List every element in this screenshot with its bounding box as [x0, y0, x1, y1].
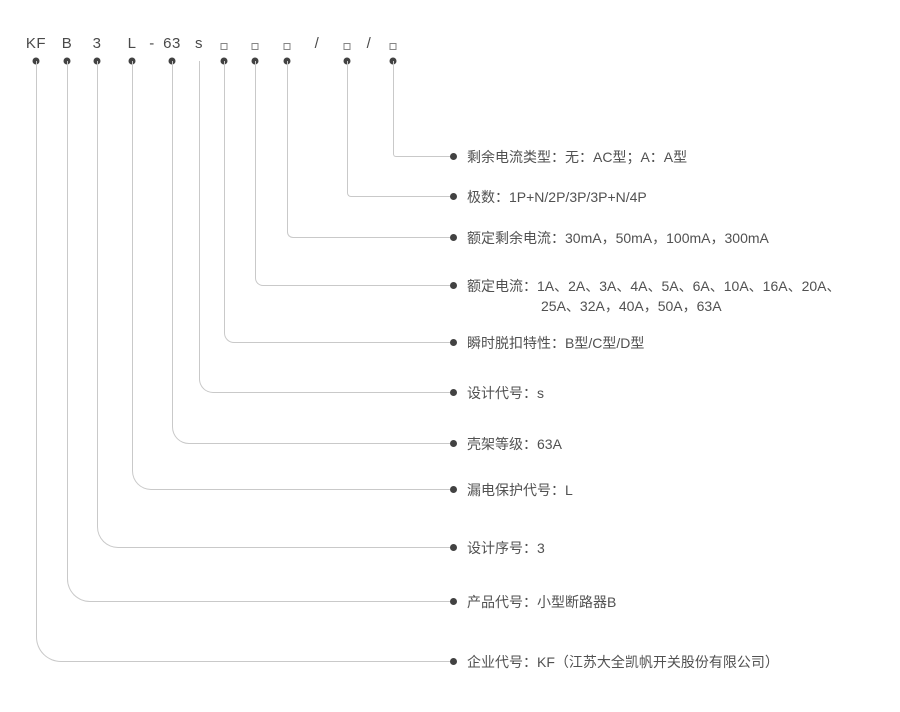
label-row: 漏电保护代号：L	[450, 480, 573, 500]
connector-line	[287, 61, 450, 238]
connector-line	[67, 61, 450, 602]
code-symbol: KF	[25, 35, 47, 52]
code-symbol: 63	[163, 35, 181, 52]
code-symbol: 3	[92, 35, 102, 52]
label-bullet	[450, 658, 457, 665]
label-text: 漏电保护代号：L	[467, 482, 573, 498]
label-bullet	[450, 339, 457, 346]
connector-line	[393, 61, 450, 157]
label-row: 企业代号：KF（江苏大全凯帆开关股份有限公司）	[450, 652, 779, 672]
label-bullet	[450, 440, 457, 447]
code-placeholder-box	[283, 43, 291, 50]
label-row: 设计序号：3	[450, 538, 545, 558]
label-row: 产品代号：小型断路器B	[450, 592, 616, 612]
label-bullet	[450, 486, 457, 493]
code-symbol: /	[366, 35, 372, 52]
connector-line	[172, 61, 450, 444]
label-bullet	[450, 544, 457, 551]
label-text: 设计序号：3	[467, 540, 545, 556]
label-text-block: 设计代号：s	[467, 383, 544, 403]
code-symbol: s	[195, 35, 203, 52]
code-symbol: B	[61, 35, 73, 52]
label-text-block: 漏电保护代号：L	[467, 480, 573, 500]
label-text-block: 额定电流：1A、2A、3A、4A、5A、6A、10A、16A、20A、 25A、…	[467, 276, 840, 316]
connector-line	[36, 61, 450, 662]
connector-line	[97, 61, 450, 548]
label-text: 剩余电流类型：无：AC型；A：A型	[467, 149, 688, 165]
label-text: 瞬时脱扣特性：B型/C型/D型	[467, 335, 645, 351]
label-text-block: 壳架等级：63A	[467, 434, 562, 454]
label-text-block: 剩余电流类型：无：AC型；A：A型	[467, 147, 687, 167]
connector-line	[199, 61, 450, 393]
label-text-block: 企业代号：KF（江苏大全凯帆开关股份有限公司）	[467, 652, 779, 672]
code-placeholder-box	[343, 43, 351, 50]
label-text: 壳架等级：63A	[467, 436, 562, 452]
label-text: 额定电流：1A、2A、3A、4A、5A、6A、10A、16A、20A、	[467, 278, 841, 294]
label-bullet	[450, 193, 457, 200]
label-text-block: 极数：1P+N/2P/3P/3P+N/4P	[467, 187, 647, 207]
label-bullet	[450, 282, 457, 289]
code-placeholder-box	[251, 43, 259, 50]
label-bullet	[450, 153, 457, 160]
label-text-line2: 25A、32A，40A，50A，63A	[541, 298, 722, 314]
label-text: 设计代号：s	[467, 385, 544, 401]
label-bullet	[450, 389, 457, 396]
connector-line	[224, 61, 450, 343]
code-placeholder-box	[389, 43, 397, 50]
label-row: 壳架等级：63A	[450, 434, 562, 454]
label-row: 额定电流：1A、2A、3A、4A、5A、6A、10A、16A、20A、 25A、…	[450, 276, 840, 316]
code-symbol: L	[127, 35, 137, 52]
label-bullet	[450, 234, 457, 241]
label-row: 设计代号：s	[450, 383, 544, 403]
label-text-block: 瞬时脱扣特性：B型/C型/D型	[467, 333, 644, 353]
label-text: 产品代号：小型断路器B	[467, 594, 617, 610]
label-text-block: 额定剩余电流：30mA，50mA，100mA，300mA	[467, 228, 769, 248]
code-symbol: -	[149, 35, 155, 52]
label-text: 极数：1P+N/2P/3P/3P+N/4P	[467, 189, 647, 205]
code-symbol: /	[314, 35, 320, 52]
label-text: 额定剩余电流：30mA，50mA，100mA，300mA	[467, 230, 769, 246]
label-row: 剩余电流类型：无：AC型；A：A型	[450, 147, 687, 167]
label-row: 额定剩余电流：30mA，50mA，100mA，300mA	[450, 228, 769, 248]
label-row: 极数：1P+N/2P/3P/3P+N/4P	[450, 187, 647, 207]
connector-line	[255, 61, 450, 286]
label-row: 瞬时脱扣特性：B型/C型/D型	[450, 333, 644, 353]
code-placeholder-box	[220, 43, 228, 50]
label-text-block: 产品代号：小型断路器B	[467, 592, 616, 612]
connector-line	[347, 61, 450, 197]
label-bullet	[450, 598, 457, 605]
label-text: 企业代号：KF（江苏大全凯帆开关股份有限公司）	[467, 654, 779, 670]
connector-line	[132, 61, 450, 490]
label-text-block: 设计序号：3	[467, 538, 545, 558]
